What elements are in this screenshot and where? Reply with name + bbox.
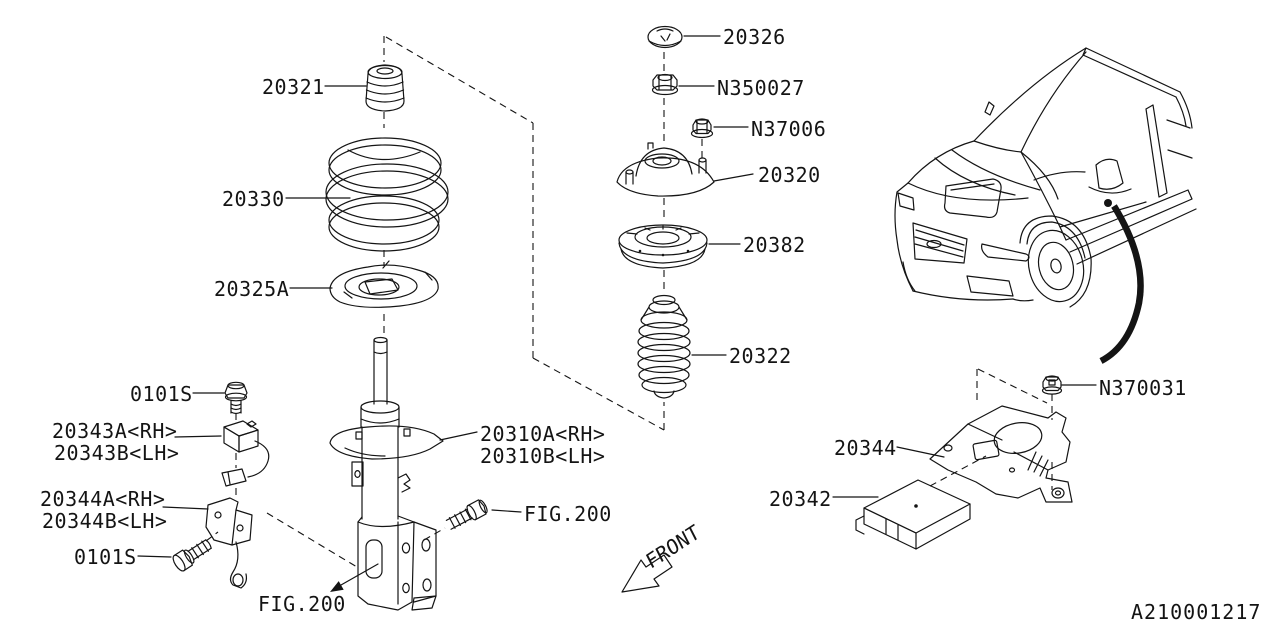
spring-seat-drawing <box>329 260 439 308</box>
cap-20326-drawing <box>647 25 683 49</box>
sensor-20343-drawing <box>221 420 270 487</box>
part-label-20344a-lh: 20344A<RH> <box>40 487 166 511</box>
bolt-0101s-bottom-drawing <box>172 539 212 572</box>
nut-n350027-drawing <box>651 73 679 96</box>
module-20342-drawing <box>855 479 971 550</box>
leader-lines <box>137 35 1097 558</box>
part-label-n37006: N37006 <box>751 117 827 141</box>
fig200-bolt-drawing <box>445 499 488 530</box>
part-label-0101s-top: 0101S <box>130 382 193 406</box>
part-label-20321: 20321 <box>262 75 325 99</box>
strut-drawing <box>329 336 444 611</box>
part-label-20342: 20342 <box>769 487 832 511</box>
part-label-20344: 20344 <box>834 436 897 460</box>
nut-n37006-drawing <box>690 118 714 139</box>
fig200-ref-right: FIG.200 <box>524 502 612 526</box>
centerline-dashes <box>205 36 1053 568</box>
bracket-20344a-drawing <box>205 497 253 589</box>
bolt-0101s-top-drawing <box>224 381 248 415</box>
part-label-20310a: 20310A<RH> <box>480 422 606 446</box>
fig200-arrow <box>330 563 379 592</box>
car-location-illustration <box>894 47 1197 364</box>
nut-n370031-drawing <box>1041 375 1063 395</box>
part-label-n350027: N350027 <box>717 76 805 100</box>
part-label-0101s-bottom: 0101S <box>74 545 137 569</box>
part-label-20330: 20330 <box>222 187 285 211</box>
part-label-20310b: 20310B<LH> <box>480 444 606 468</box>
bracket-20344-drawing <box>929 405 1073 503</box>
part-label-20325a: 20325A <box>214 277 290 301</box>
drawing-code: A210001217 <box>1131 600 1262 624</box>
part-label-20382: 20382 <box>743 233 806 257</box>
fig200-ref-left: FIG.200 <box>258 592 346 616</box>
part-label-20322: 20322 <box>729 344 792 368</box>
coil-spring-drawing <box>325 137 449 252</box>
strut-mount-20320-drawing <box>616 142 715 197</box>
front-direction-arrow <box>621 554 673 593</box>
part-label-20343b: 20343B<LH> <box>54 441 180 465</box>
part-label-20343a: 20343A<RH> <box>52 419 178 443</box>
bump-stopper-drawing <box>365 64 405 112</box>
bearing-20382-drawing <box>618 224 708 269</box>
dust-cover-20322-drawing <box>637 294 691 399</box>
part-label-20320: 20320 <box>758 163 821 187</box>
part-label-20344b-lh: 20344B<LH> <box>42 509 168 533</box>
part-label-20326: 20326 <box>723 25 786 49</box>
part-label-n370031: N370031 <box>1099 376 1187 400</box>
